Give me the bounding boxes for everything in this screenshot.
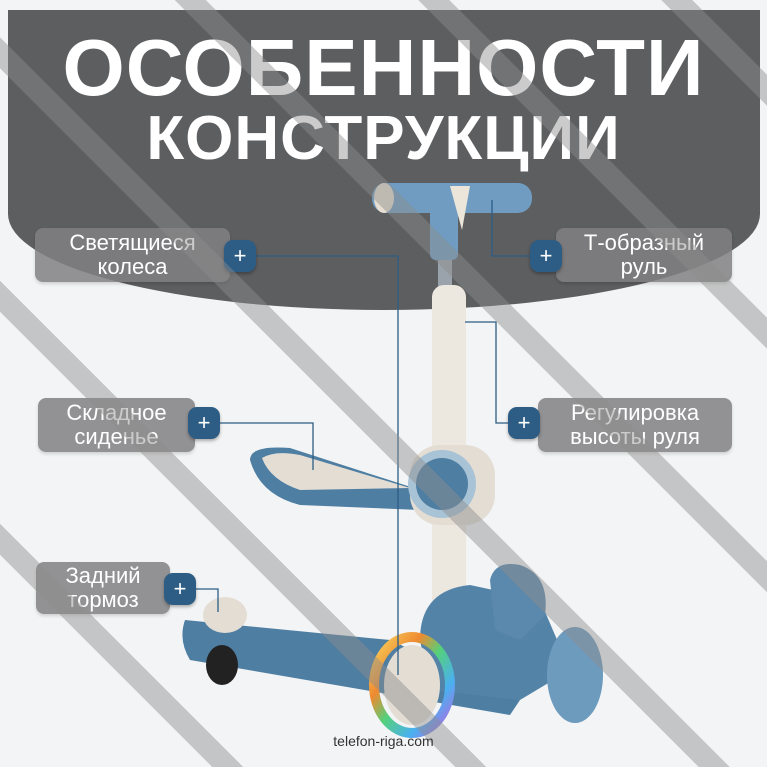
label-text: высоты руля [570, 424, 700, 449]
label-text: Складное [66, 400, 167, 425]
seat-cushion [262, 453, 410, 490]
connector-line-glowing-wheels [256, 255, 399, 675]
title-line-1: ОСОБЕННОСТИ [62, 23, 705, 112]
connector-line-folding-seat [220, 422, 314, 470]
connector-line-t-handlebar [491, 200, 530, 257]
watermark-text: telefon-riga.com [333, 733, 434, 749]
front-wheel-right [547, 627, 603, 723]
connector-line-rear-brake [196, 588, 219, 612]
rear-wheel [206, 645, 238, 685]
seat-hinge-cap [416, 458, 468, 510]
rear-brake [203, 597, 247, 633]
connector-line-height-adjust [465, 321, 508, 424]
label-text: сиденье [74, 424, 159, 449]
label-text: Т-образный [583, 230, 705, 255]
title-line-2: КОНСТРУКЦИИ [146, 104, 621, 173]
label-text: Регулировка [570, 400, 700, 425]
plus-button-height-adjust[interactable]: + [508, 407, 540, 439]
shark-figure [490, 564, 546, 640]
plus-button-t-handlebar[interactable]: + [530, 240, 562, 272]
plus-button-glowing-wheels[interactable]: + [224, 240, 256, 272]
light-wheel [369, 632, 455, 738]
connector-lines [196, 200, 530, 675]
label-text: тормоз [67, 587, 139, 612]
plus-button-rear-brake[interactable]: + [164, 573, 196, 605]
handlebar-clamp [430, 200, 458, 260]
label-text: Задний [65, 563, 141, 588]
plus-button-folding-seat[interactable]: + [188, 407, 220, 439]
label-text: колеса [97, 254, 168, 279]
label-text: Светящиеся [69, 230, 196, 255]
handlebar-grip-end [374, 183, 394, 213]
label-text: руль [620, 254, 668, 279]
handlebar-fin [450, 186, 470, 230]
light-wheel-hub [384, 645, 440, 725]
